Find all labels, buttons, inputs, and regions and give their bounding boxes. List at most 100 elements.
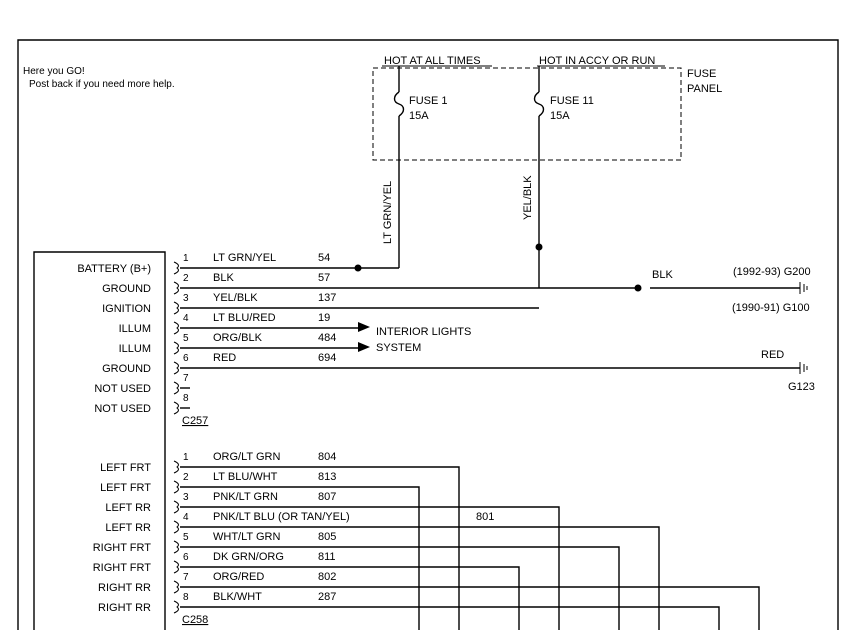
interior-lights-label-1: INTERIOR LIGHTS	[376, 326, 471, 338]
pin-function-label: RIGHT FRT	[93, 562, 152, 574]
wire-color-label: YEL/BLK	[213, 292, 258, 304]
pin-function-label: RIGHT RR	[98, 602, 151, 614]
connector-terminal	[173, 600, 179, 614]
circuit-number: 811	[318, 551, 336, 563]
wire	[180, 566, 520, 630]
circuit-number: 54	[318, 252, 330, 264]
pin-number: 8	[183, 393, 189, 404]
ground-blk-label: BLK	[652, 269, 673, 281]
circuit-number: 804	[318, 451, 336, 463]
radio-body-outline	[33, 251, 166, 630]
wire-color-label: LT BLU/WHT	[213, 471, 278, 483]
pin-number: 4	[183, 313, 189, 324]
connector-terminal	[173, 500, 179, 514]
connector-terminal	[173, 401, 179, 415]
circuit-number: 694	[318, 352, 336, 364]
connector-terminal	[173, 321, 179, 335]
ground-g123-label: G123	[788, 381, 815, 393]
circuit-number: 813	[318, 471, 336, 483]
connector-terminal	[173, 381, 179, 395]
pin-number: 6	[183, 552, 189, 563]
wire-color-label: RED	[213, 352, 236, 364]
wire-color-label: DK GRN/ORG	[213, 551, 284, 563]
wire-color-label: BLK/WHT	[213, 591, 262, 603]
wire-color-label: LT BLU/RED	[213, 312, 276, 324]
wire	[180, 526, 660, 630]
c257-pin-6: GROUND 6 RED 694	[102, 352, 800, 375]
c257-pin-8: NOT USED 8	[94, 393, 190, 415]
fuse11-symbol	[533, 91, 545, 117]
fuse11-rating: 15A	[550, 110, 570, 122]
pin-number: 3	[183, 293, 189, 304]
wire-color-label: ORG/RED	[213, 571, 264, 583]
connector-terminal	[173, 480, 179, 494]
connector-terminal	[173, 281, 179, 295]
pin-function-label: NOT USED	[94, 403, 151, 415]
wire	[180, 586, 760, 630]
pin-number: 2	[183, 273, 189, 284]
fuse11-name: FUSE 11	[550, 95, 594, 107]
pin-number: 7	[183, 572, 189, 583]
interior-lights-label-2: SYSTEM	[376, 342, 421, 354]
pin-function-label: LEFT FRT	[100, 462, 151, 474]
wire	[180, 466, 460, 630]
pin-function-label: GROUND	[102, 283, 151, 295]
pin-number: 1	[183, 452, 189, 463]
connector-terminal	[173, 361, 179, 375]
circuit-number: 287	[318, 591, 336, 603]
message-line2: Post back if you need more help.	[29, 79, 175, 90]
connector-terminal	[173, 540, 179, 554]
wire-color-label: ORG/LT GRN	[213, 451, 280, 463]
connector-terminal	[173, 460, 179, 474]
ground-red-label: RED	[761, 349, 784, 361]
wire-color-label: BLK	[213, 272, 234, 284]
fuse-panel: HOT AT ALL TIMES HOT IN ACCY OR RUN FUSE…	[372, 55, 722, 268]
pin-number: 8	[183, 592, 189, 603]
fuse-panel-label-1: FUSE	[687, 68, 716, 80]
pin-function-label: LEFT RR	[105, 502, 151, 514]
pin-number: 5	[183, 333, 189, 344]
connector-c257-wiring: BLK (1992-93) G200 (1990-91) G100 INTERI…	[354, 247, 815, 393]
wire-label-yel-blk: YEL/BLK	[522, 175, 534, 220]
circuit-number: 805	[318, 531, 336, 543]
wire-label-lt-grn-yel: LT GRN/YEL	[382, 181, 394, 244]
pin-function-label: BATTERY (B+)	[77, 263, 151, 275]
pin-function-label: LEFT FRT	[100, 482, 151, 494]
connector-terminal	[173, 341, 179, 355]
pin-number: 6	[183, 353, 189, 364]
connector-terminal	[173, 580, 179, 594]
circuit-number: 801	[476, 511, 494, 523]
pin-number: 4	[183, 512, 189, 523]
wire	[180, 546, 620, 630]
fuse1-rating: 15A	[409, 110, 429, 122]
connector-c257-id: C257	[182, 415, 208, 427]
pin-function-label: GROUND	[102, 363, 151, 375]
pin-number: 7	[183, 373, 189, 384]
circuit-number: 137	[318, 292, 336, 304]
wire-color-label: ORG/BLK	[213, 332, 263, 344]
connector-terminal	[173, 301, 179, 315]
connector-terminal	[173, 560, 179, 574]
ground-g200-label: (1992-93) G200	[733, 266, 811, 278]
c258-pin-8: RIGHT RR 8 BLK/WHT 287	[98, 591, 720, 630]
wire	[180, 606, 720, 630]
connector-terminal	[173, 520, 179, 534]
diagram-frame	[17, 39, 839, 630]
pin-number: 2	[183, 472, 189, 483]
wire	[180, 486, 420, 630]
pin-number: 1	[183, 253, 189, 264]
c258-pin-1: LEFT FRT 1 ORG/LT GRN 804	[100, 451, 460, 630]
circuit-number: 484	[318, 332, 336, 344]
wire-color-label: PNK/LT BLU (OR TAN/YEL)	[213, 511, 350, 523]
circuit-number: 807	[318, 491, 336, 503]
